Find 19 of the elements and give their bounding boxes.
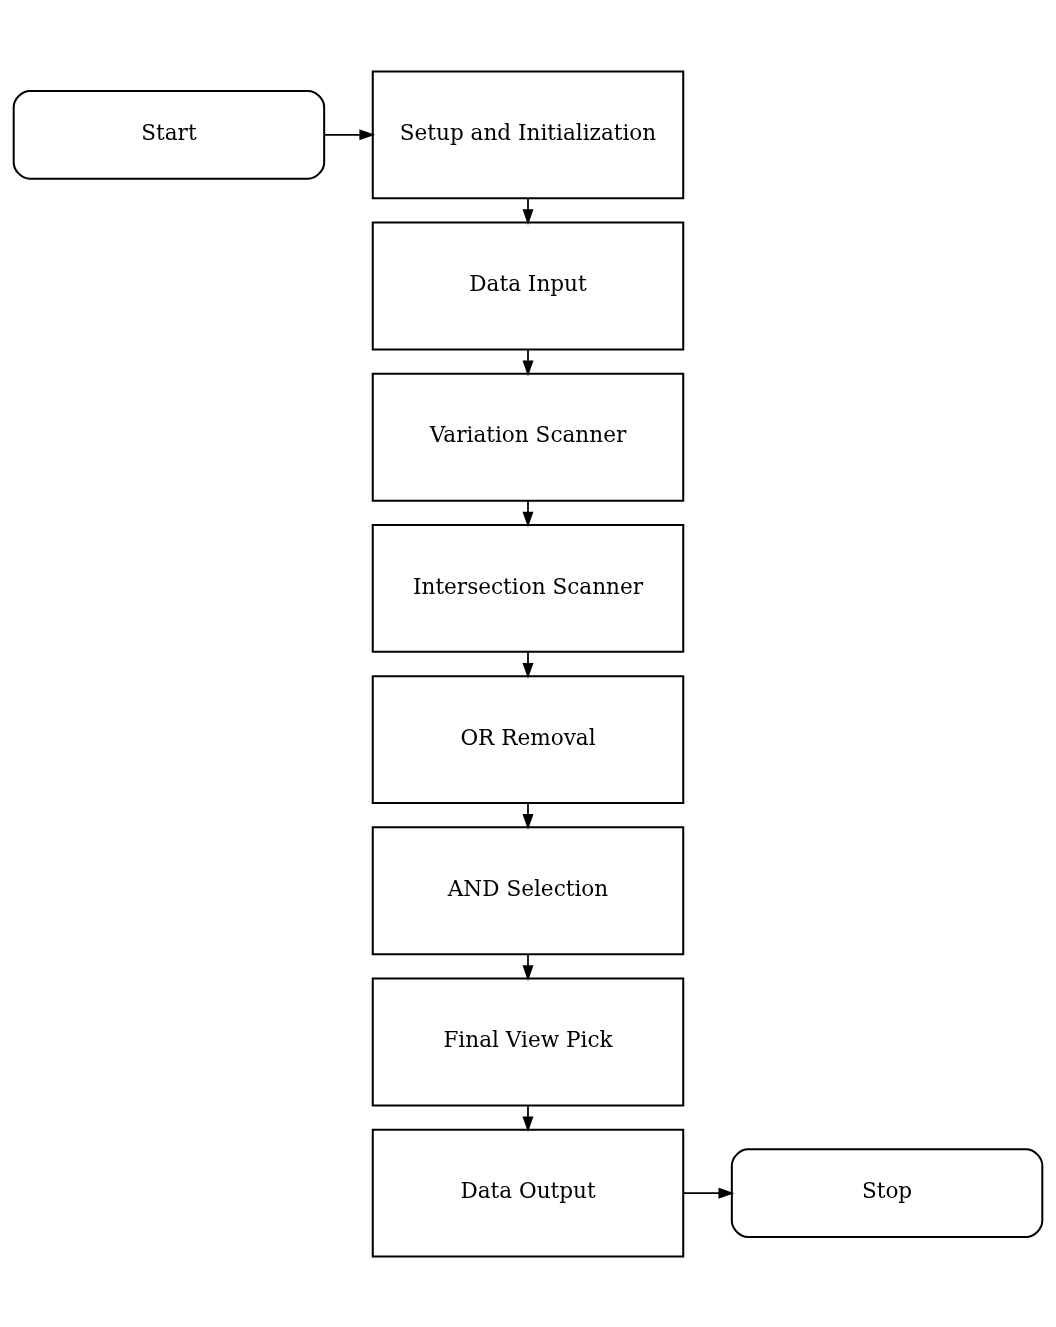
node-box: Final View Pick: [371, 977, 685, 1106]
node-box: OR Removal: [371, 674, 685, 804]
arrow: [522, 499, 534, 527]
node-box: Intersection Scanner: [371, 523, 685, 653]
node-box: Data Output: [371, 1128, 685, 1258]
node-box: Stop: [730, 1147, 1044, 1238]
arrow: [323, 128, 376, 140]
arrow: [522, 348, 534, 376]
node-box: AND Selection: [371, 825, 685, 955]
node-box: Setup and Initialization: [371, 69, 685, 199]
node-box: Variation Scanner: [371, 372, 685, 502]
arrow: [682, 1187, 735, 1199]
arrow: [522, 1104, 534, 1132]
arrow: [522, 650, 534, 679]
node-box: Data Input: [371, 221, 685, 350]
arrow: [522, 952, 534, 981]
arrow: [522, 801, 534, 830]
node-box: Start: [12, 89, 326, 180]
arrow: [522, 196, 534, 225]
